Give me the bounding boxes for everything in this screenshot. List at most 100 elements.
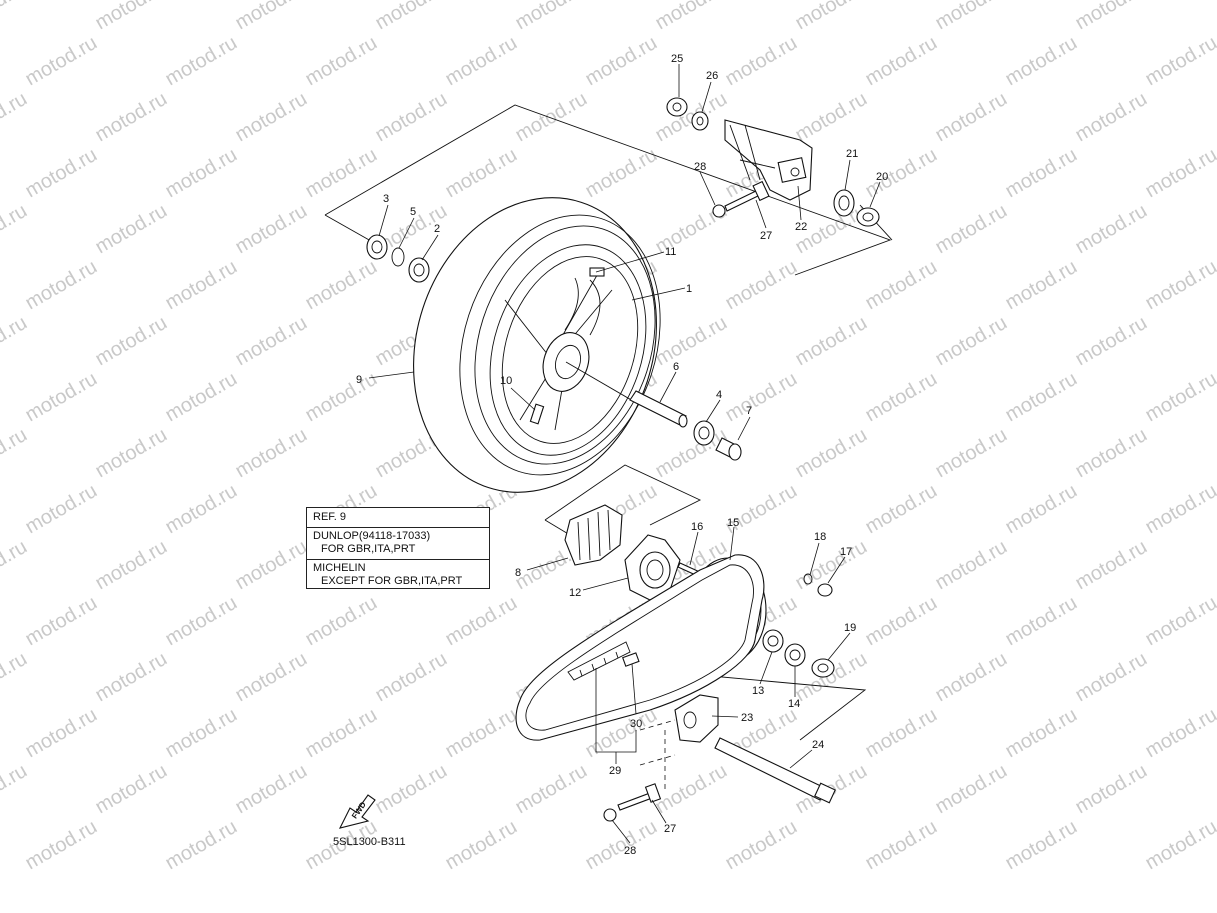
ref-title: REF. 9 xyxy=(313,511,347,523)
watermark-text: motod.ru xyxy=(0,88,31,147)
bearing-4 xyxy=(693,420,715,446)
clutch-hub-12 xyxy=(624,534,681,601)
watermark-text: motod.ru xyxy=(1002,816,1081,875)
watermark-text: motod.ru xyxy=(302,32,381,91)
nut-28-lower xyxy=(603,808,617,822)
watermark-text: motod.ru xyxy=(442,144,521,203)
watermark-text: motod.ru xyxy=(582,32,661,91)
part-number-14: 14 xyxy=(788,698,800,710)
watermark-text: motod.ru xyxy=(92,200,171,259)
chain-puller-23 xyxy=(674,694,719,743)
watermark-text: motod.ru xyxy=(0,0,31,34)
watermark-text: motod.ru xyxy=(302,256,381,315)
watermark-text: motod.ru xyxy=(302,704,381,763)
circlip-5 xyxy=(391,247,405,267)
watermark-text: motod.ru xyxy=(932,424,1011,483)
watermark-text: motod.ru xyxy=(1072,88,1151,147)
bearing-13 xyxy=(762,629,784,653)
watermark-text: motod.ru xyxy=(302,592,381,651)
watermark-text: motod.ru xyxy=(1072,760,1151,819)
watermark-text: motod.ru xyxy=(862,480,941,539)
chain-joint-30 xyxy=(622,652,640,667)
watermark-text: motod.ru xyxy=(232,312,311,371)
part-number-21: 21 xyxy=(846,148,858,160)
watermark-text: motod.ru xyxy=(232,424,311,483)
watermark-text: motod.ru xyxy=(92,88,171,147)
watermark-text: motod.ru xyxy=(1072,536,1151,595)
watermark-text: motod.ru xyxy=(1002,592,1081,651)
watermark-text: motod.ru xyxy=(442,816,521,875)
part-number-22: 22 xyxy=(795,221,807,233)
washer-18 xyxy=(803,573,813,585)
watermark-text: motod.ru xyxy=(232,648,311,707)
watermark-text: motod.ru xyxy=(0,648,31,707)
watermark-text: motod.ru xyxy=(0,312,31,371)
watermark-text: motod.ru xyxy=(372,88,451,147)
watermark-text: motod.ru xyxy=(932,648,1011,707)
watermark-text: motod.ru xyxy=(1142,816,1217,875)
ref-divider xyxy=(307,527,489,528)
watermark-text: motod.ru xyxy=(232,88,311,147)
spacer-collar-6 xyxy=(629,390,688,428)
part-number-7: 7 xyxy=(746,405,752,417)
part-number-23: 23 xyxy=(741,712,753,724)
forward-arrow-icon: FWD xyxy=(338,794,376,829)
part-number-18: 18 xyxy=(814,531,826,543)
nut-28-upper xyxy=(712,204,726,218)
watermark-text: motod.ru xyxy=(1072,312,1151,371)
watermark-text: motod.ru xyxy=(932,760,1011,819)
watermark-text: motod.ru xyxy=(92,760,171,819)
part-number-5: 5 xyxy=(410,206,416,218)
watermark-text: motod.ru xyxy=(232,760,311,819)
watermark-text: motod.ru xyxy=(1002,704,1081,763)
swing-arm-end-plate xyxy=(724,119,813,201)
watermark-text: motod.ru xyxy=(1072,0,1151,34)
part-number-6: 6 xyxy=(673,361,679,373)
watermark-text: motod.ru xyxy=(22,32,101,91)
watermark-text: motod.ru xyxy=(92,536,171,595)
part-number-12: 12 xyxy=(569,587,581,599)
watermark-text: motod.ru xyxy=(862,368,941,427)
watermark-text: motod.ru xyxy=(862,592,941,651)
watermark-text: motod.ru xyxy=(22,256,101,315)
watermark-text: motod.ru xyxy=(1142,368,1217,427)
watermark-text: motod.ru xyxy=(582,144,661,203)
watermark-text: motod.ru xyxy=(162,144,241,203)
leader-lines xyxy=(368,64,881,844)
watermark-text: motod.ru xyxy=(1142,592,1217,651)
bearing-14 xyxy=(784,643,806,667)
watermark-text: motod.ru xyxy=(652,0,731,34)
part-number-17: 17 xyxy=(840,546,852,558)
collar-20 xyxy=(856,207,880,227)
watermark-text: motod.ru xyxy=(1072,200,1151,259)
part-number-27-lower: 27 xyxy=(664,823,676,835)
part-number-28-upper: 28 xyxy=(694,161,706,173)
watermark-text: motod.ru xyxy=(512,88,591,147)
watermark-text: motod.ru xyxy=(1002,32,1081,91)
watermark-text: motod.ru xyxy=(652,760,731,819)
watermark-text: motod.ru xyxy=(1072,648,1151,707)
watermark-text: motod.ru xyxy=(162,32,241,91)
part-number-1: 1 xyxy=(686,283,692,295)
part-number-26: 26 xyxy=(706,70,718,82)
watermark-text: motod.ru xyxy=(792,0,871,34)
ref-line-dunlop-markets: FOR GBR,ITA,PRT xyxy=(321,543,416,555)
part-number-28-lower: 28 xyxy=(624,845,636,857)
watermark-text: motod.ru xyxy=(932,88,1011,147)
watermark-text: motod.ru xyxy=(792,536,871,595)
collar-19 xyxy=(811,658,835,678)
watermark-text: motod.ru xyxy=(302,144,381,203)
watermark-text: motod.ru xyxy=(92,424,171,483)
nut-25 xyxy=(666,97,688,117)
rear-wheel-rim xyxy=(489,244,647,456)
watermark-text: motod.ru xyxy=(1142,480,1217,539)
wheel-damper-8 xyxy=(564,504,623,566)
watermark-text: motod.ru xyxy=(372,648,451,707)
part-number-27-upper: 27 xyxy=(760,230,772,242)
watermark-text: motod.ru xyxy=(1142,144,1217,203)
watermark-text: motod.ru xyxy=(302,368,381,427)
watermark-text: motod.ru xyxy=(512,0,591,34)
watermark-text: motod.ru xyxy=(162,704,241,763)
seal-21 xyxy=(833,189,855,217)
